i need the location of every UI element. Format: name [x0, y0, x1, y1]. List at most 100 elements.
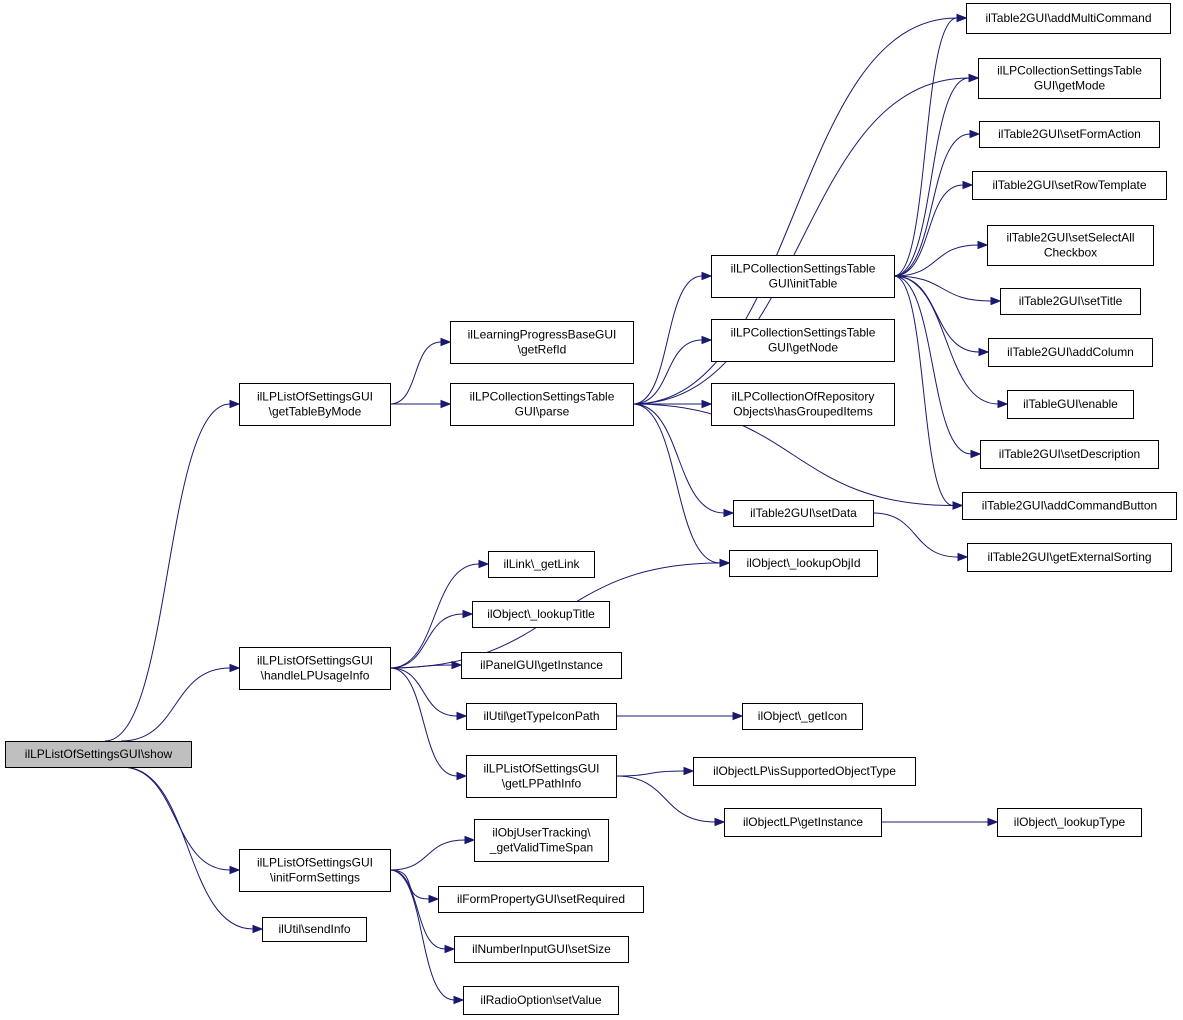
function-node[interactable]: ilTable2GUI\addCommandButton: [962, 492, 1177, 520]
node-label: ilTable2GUI\setFormAction: [998, 127, 1141, 141]
node-label: Checkbox: [1044, 246, 1097, 260]
function-node[interactable]: ilTable2GUI\setRowTemplate: [972, 171, 1167, 200]
call-edge: [632, 335, 713, 405]
function-node[interactable]: ilTable2GUI\setFormAction: [979, 121, 1160, 148]
node-label: ilPanelGUI\getInstance: [480, 658, 603, 672]
node-label: ilTable2GUI\setSelectAll: [1006, 231, 1134, 245]
call-edge: [389, 559, 490, 669]
function-node[interactable]: ilTableGUI\enable: [1007, 390, 1134, 419]
call-edge: [616, 711, 744, 721]
node-box: [693, 757, 916, 786]
function-node[interactable]: ilTable2GUI\addColumn: [988, 338, 1153, 367]
edge-arrowhead: [732, 711, 744, 721]
edge-line: [389, 341, 442, 405]
function-node[interactable]: ilLPListOfSettingsGUI\handleLPUsageInfo: [239, 647, 391, 690]
call-edge: [893, 275, 964, 510]
function-node[interactable]: ilTable2GUI\setData: [733, 500, 874, 527]
node-box: [463, 986, 619, 1015]
node-label: ilTableGUI\enable: [1023, 397, 1118, 411]
edge-arrowhead: [978, 347, 990, 357]
edge-arrowhead: [723, 508, 735, 518]
node-label: ilObject\_lookupTitle: [487, 607, 595, 621]
function-node[interactable]: ilLPCollectionOfRepositoryObjects\hasGro…: [711, 383, 895, 426]
edge-arrowhead: [453, 995, 465, 1005]
function-node[interactable]: ilUtil\getTypeIconPath: [466, 703, 617, 730]
call-edge: [872, 512, 969, 562]
node-label: ilUtil\sendInfo: [278, 922, 350, 936]
node-label: \getTableByMode: [269, 405, 362, 419]
function-node[interactable]: ilObject\_lookupObjId: [729, 550, 878, 577]
edge-line: [872, 512, 959, 558]
node-label: ilNumberInputGUI\setSize: [472, 942, 611, 956]
root-node[interactable]: ilLPListOfSettingsGUI\show: [5, 741, 192, 768]
function-node[interactable]: ilTable2GUI\getExternalSorting: [967, 543, 1172, 572]
edge-line: [893, 275, 980, 353]
edge-line: [389, 869, 446, 950]
function-node[interactable]: ilLearningProgressBaseGUI\getRefId: [450, 321, 634, 364]
function-node[interactable]: ilUtil\sendInfo: [262, 917, 367, 942]
node-label: ilTable2GUI\setData: [750, 506, 857, 520]
edge-arrowhead: [428, 894, 440, 904]
node-label: ilTable2GUI\getExternalSorting: [987, 550, 1151, 564]
function-node[interactable]: ilRadioOption\setValue: [463, 986, 619, 1015]
node-label: ilRadioOption\setValue: [480, 993, 602, 1007]
node-label: ilFormPropertyGUI\setRequired: [457, 892, 625, 906]
function-node[interactable]: ilObject\_lookupTitle: [472, 601, 610, 628]
node-label: ilLink\_getLink: [503, 557, 580, 571]
node-label: ilLPCollectionSettingsTable: [470, 390, 615, 404]
node-label: ilLPListOfSettingsGUI: [483, 762, 599, 776]
edge-arrowhead: [957, 552, 969, 562]
edge-arrowhead: [952, 501, 964, 510]
edge-arrowhead: [719, 558, 731, 568]
call-edge: [120, 766, 241, 875]
node-box: [967, 543, 1172, 572]
edge-arrowhead: [956, 13, 968, 23]
node-box: [488, 551, 595, 578]
function-node[interactable]: ilTable2GUI\addMultiCommand: [966, 3, 1171, 34]
edge-line: [389, 869, 430, 900]
function-node[interactable]: ilObject\_lookupType: [997, 808, 1142, 837]
function-node[interactable]: ilNumberInputGUI\setSize: [454, 936, 629, 963]
edge-line: [632, 403, 721, 564]
function-node[interactable]: ilFormPropertyGUI\setRequired: [438, 886, 644, 913]
node-label: ilObjUserTracking\: [492, 826, 591, 840]
node-box: [474, 819, 609, 862]
function-node[interactable]: ilLPListOfSettingsGUI\getLPPathInfo: [466, 755, 617, 798]
function-node[interactable]: ilLink\_getLink: [488, 551, 595, 578]
node-box: [711, 319, 895, 362]
node-label: \getRefId: [518, 343, 567, 357]
edge-line: [632, 403, 725, 514]
edge-arrowhead: [229, 865, 241, 875]
call-edge: [632, 403, 735, 518]
edge-line: [104, 403, 231, 742]
function-node[interactable]: ilLPListOfSettingsGUI\initFormSettings: [239, 849, 391, 892]
node-box: [239, 383, 391, 426]
edge-arrowhead: [229, 399, 241, 409]
function-node[interactable]: ilTable2GUI\setTitle: [1000, 288, 1141, 315]
node-label: ilLPCollectionSettingsTable: [731, 326, 876, 340]
edge-line: [615, 775, 716, 823]
function-node[interactable]: ilObjectLP\isSupportedObjectType: [693, 757, 916, 786]
node-box: [962, 492, 1177, 520]
function-node[interactable]: ilPanelGUI\getInstance: [461, 652, 622, 679]
node-label: ilObjectLP\isSupportedObjectType: [713, 764, 896, 778]
node-box: [472, 601, 610, 628]
edge-line: [389, 869, 455, 1001]
node-label: ilLPCollectionOfRepository: [732, 390, 875, 404]
function-node[interactable]: ilObjectLP\getInstance: [724, 808, 882, 837]
function-node[interactable]: ilObjUserTracking\_getValidTimeSpan: [474, 819, 609, 862]
node-box: [980, 440, 1159, 469]
node-box: [987, 225, 1154, 266]
node-box: [1000, 288, 1141, 315]
function-node[interactable]: ilTable2GUI\setDescription: [980, 440, 1159, 469]
function-node[interactable]: ilLPListOfSettingsGUI\getTableByMode: [239, 383, 391, 426]
node-box: [450, 383, 634, 426]
function-node[interactable]: ilObject\_getIcon: [742, 703, 863, 730]
node-label: ilLearningProgressBaseGUI: [468, 328, 617, 342]
node-box: [239, 849, 391, 892]
